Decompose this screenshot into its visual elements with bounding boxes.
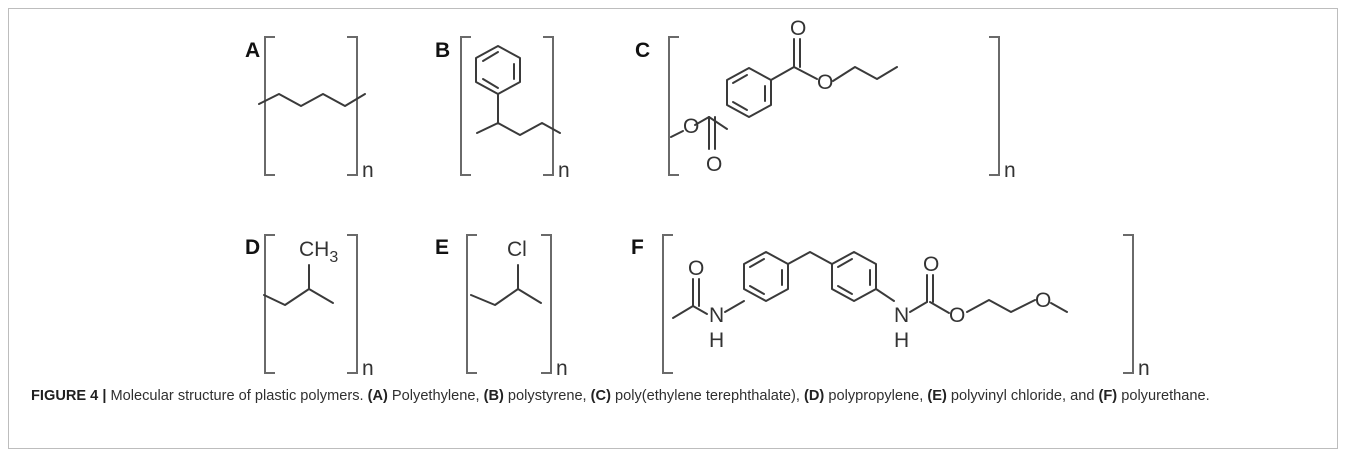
- caption-text-b: polystyrene,: [503, 388, 591, 404]
- panel-f-label: F: [631, 236, 644, 259]
- panel-a-structure: A n: [245, 36, 374, 182]
- caption-label-d: (D): [804, 388, 825, 404]
- panel-f-nitrogen-1: N: [709, 304, 724, 327]
- panel-e-repeat-n: n: [556, 357, 568, 380]
- caption-text-d: polypropylene,: [824, 388, 928, 404]
- panel-b-repeat-n: n: [558, 159, 570, 182]
- panel-c-right-bracket: [989, 36, 1000, 176]
- panel-b-label: B: [435, 39, 450, 62]
- panel-a-chain: [258, 93, 366, 107]
- caption-intro: Molecular structure of plastic polymers.: [106, 388, 368, 404]
- panel-d-left-bracket: [264, 234, 275, 374]
- panel-f-ethylene-chain: [966, 299, 1036, 313]
- panel-c-left-bracket: [668, 36, 679, 176]
- panel-f-structure: F O N H N H O O O n: [631, 234, 1150, 380]
- panel-d-substituent: CH3: [299, 238, 338, 266]
- panel-f-benzene-ring-2: [831, 251, 877, 302]
- figure-frame: A n B n C O O: [8, 8, 1338, 449]
- molecular-structures: A n B n C O O: [245, 17, 1150, 380]
- panel-f-oxygen-2: O: [923, 253, 939, 276]
- panel-c-repeat-n: n: [1004, 159, 1016, 182]
- caption-text-f: polyurethane.: [1117, 388, 1210, 404]
- caption-text-a: Polyethylene,: [387, 388, 484, 404]
- panel-d-chain: [263, 288, 334, 306]
- panel-e-chain: [470, 288, 542, 306]
- panel-a-left-bracket: [264, 36, 275, 176]
- panel-c-oxygen-2: O: [706, 153, 722, 176]
- panel-b-chain: [476, 122, 561, 136]
- caption-text-c: poly(ethylene terephthalate),: [610, 388, 805, 404]
- panel-f-left-bracket: [662, 234, 673, 374]
- panel-c-ethylene-chain: [832, 66, 898, 82]
- panel-d-repeat-n: n: [362, 357, 374, 380]
- caption-label-c: (C): [590, 388, 611, 404]
- panel-c-label: C: [635, 39, 650, 62]
- panel-c-oxygen-3: O: [790, 17, 806, 40]
- panel-f-oxygen-1: O: [688, 257, 704, 280]
- caption-label-f: (F): [1098, 388, 1118, 404]
- panel-e-right-bracket: [541, 234, 552, 374]
- panel-f-nitrogen-2: N: [894, 304, 909, 327]
- panel-a-right-bracket: [347, 36, 358, 176]
- panel-c-structure: C O O O O n: [635, 17, 1016, 182]
- figure-caption: FIGURE 4 | Molecular structure of plasti…: [31, 386, 1331, 407]
- panel-c-oxygen-1: O: [683, 115, 699, 138]
- caption-label-b: (B): [483, 388, 504, 404]
- panel-e-chlorine: Cl: [507, 238, 527, 261]
- panel-a-label: A: [245, 39, 260, 62]
- caption-label-e: (E): [927, 388, 947, 404]
- panel-f-hydrogen-2: H: [894, 329, 909, 352]
- panel-f-oxygen-4: O: [1035, 289, 1051, 312]
- panel-f-methylene-bridge: [787, 251, 833, 265]
- panel-b-structure: B n: [435, 36, 570, 182]
- panel-d-label: D: [245, 236, 260, 259]
- panel-b-left-bracket: [460, 36, 471, 176]
- panel-f-hydrogen-1: H: [709, 329, 724, 352]
- panel-b-right-bracket: [543, 36, 554, 176]
- panel-e-label: E: [435, 236, 449, 259]
- panel-e-left-bracket: [466, 234, 477, 374]
- panel-f-right-bracket: [1123, 234, 1134, 374]
- panel-f-oxygen-3: O: [949, 304, 965, 327]
- panel-d-structure: D CH3 n: [245, 234, 374, 380]
- panel-e-structure: E Cl n: [435, 234, 568, 380]
- caption-label-a: (A): [367, 388, 388, 404]
- panel-d-right-bracket: [347, 234, 358, 374]
- panel-f-repeat-n: n: [1138, 357, 1150, 380]
- figure-number: FIGURE 4 |: [31, 388, 107, 404]
- panel-c-oxygen-4: O: [817, 71, 833, 94]
- panel-a-repeat-n: n: [362, 159, 374, 182]
- caption-text-e: polyvinyl chloride, and: [946, 388, 1099, 404]
